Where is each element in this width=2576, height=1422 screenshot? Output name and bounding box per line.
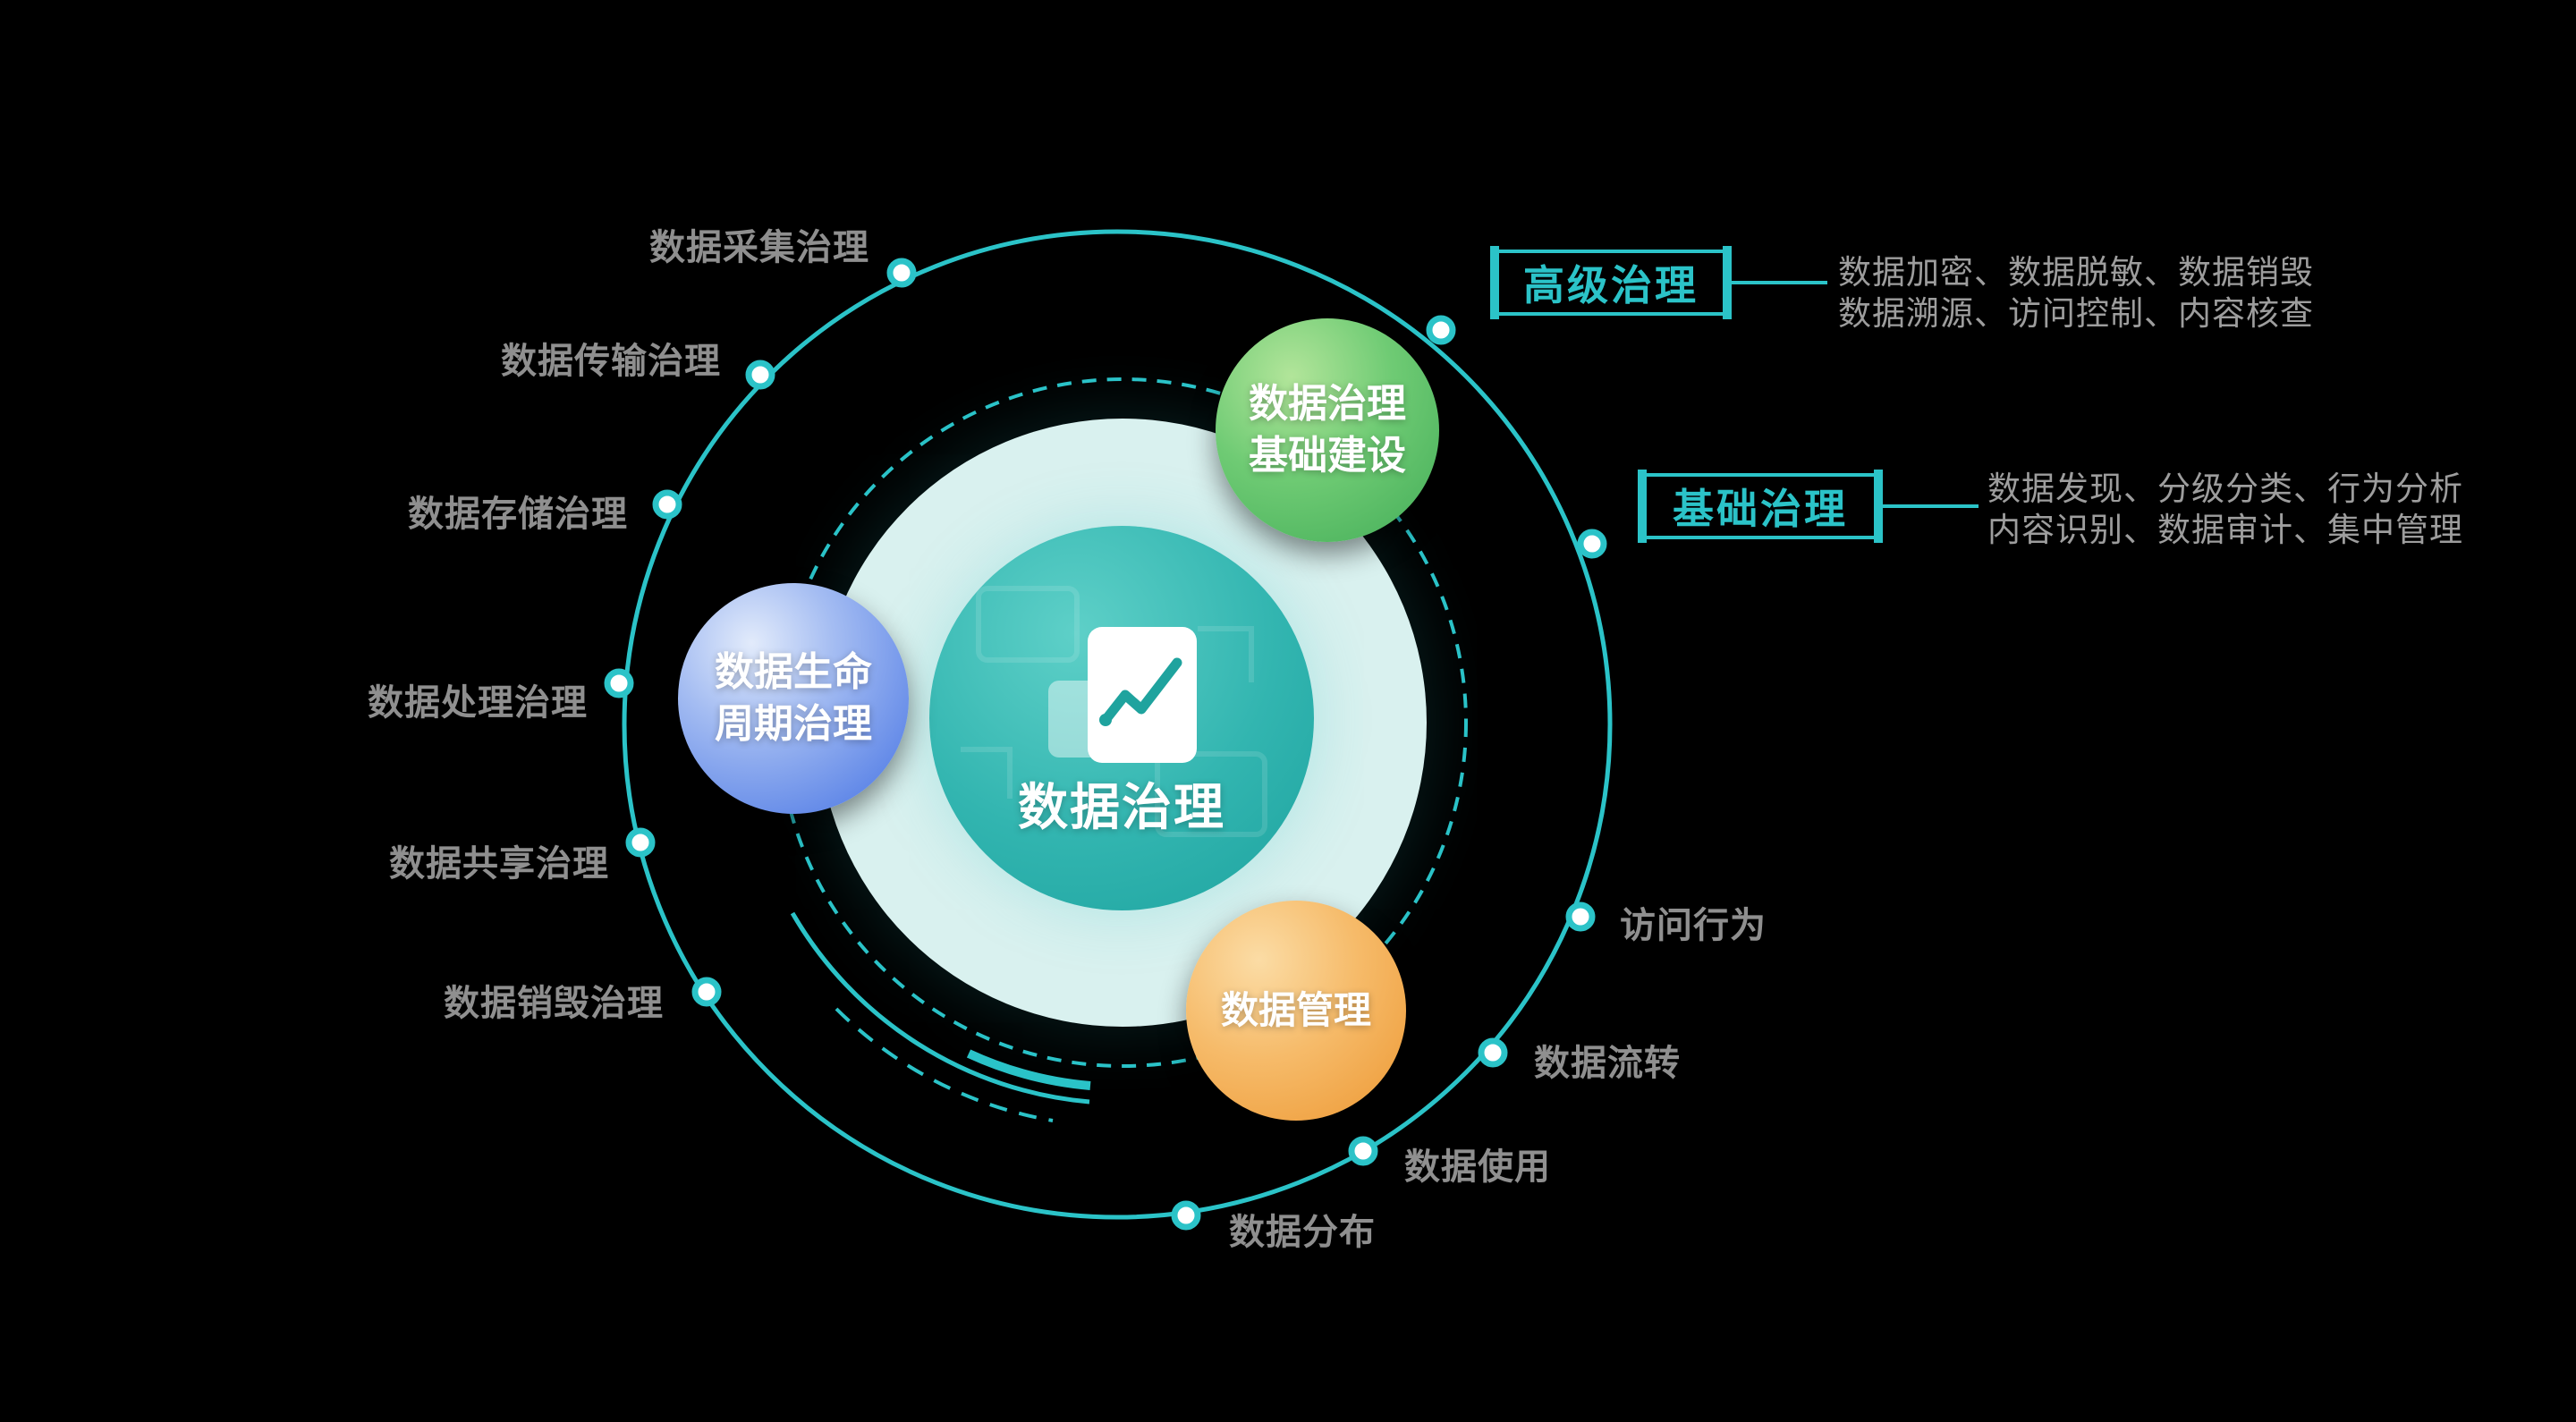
ring-label-usage: 数据使用 [1404, 1147, 1551, 1188]
ring-node [1348, 1136, 1378, 1166]
satellite-label-line: 基础建设 [1249, 433, 1406, 478]
ring-nodes [604, 258, 1607, 1231]
ring-node [691, 977, 722, 1007]
callout-basic-description: 数据发现、分级分类、行为分析 内容识别、数据审计、集中管理 [1987, 469, 2463, 551]
satellite-lifecycle: 数据生命 周期治理 [678, 583, 909, 814]
ring-node [1577, 529, 1607, 559]
callout-desc-line: 数据加密、数据脱敏、数据销毁 [1838, 253, 2314, 292]
ring-node [1565, 901, 1596, 932]
ring-node [604, 668, 634, 698]
document-chart-icon [1048, 627, 1197, 763]
callout-title: 基础治理 [1673, 485, 1848, 533]
ring-label-storage: 数据存储治理 [408, 494, 628, 535]
ring-label-flow: 数据流转 [1534, 1043, 1681, 1084]
satellite-management: 数据管理 [1186, 901, 1406, 1121]
satellite-label-line: 周期治理 [715, 701, 872, 747]
ring-node [625, 827, 656, 858]
callout-advanced-description: 数据加密、数据脱敏、数据销毁 数据溯源、访问控制、内容核查 [1838, 252, 2314, 334]
circuit-pattern [961, 586, 1267, 837]
ring-label-access: 访问行为 [1620, 905, 1767, 946]
satellite-label-line: 数据治理 [1249, 381, 1406, 427]
ring-node [1171, 1200, 1201, 1231]
ring-node [1426, 315, 1456, 345]
ring-label-transmission: 数据传输治理 [501, 341, 721, 382]
callout-desc-line: 内容识别、数据审计、集中管理 [1987, 511, 2463, 549]
callout-desc-line: 数据发现、分级分类、行为分析 [1987, 470, 2463, 508]
callout-advanced-governance: 高级治理 [1490, 246, 1732, 319]
satellite-infrastructure: 数据治理 基础建设 [1216, 318, 1439, 542]
ring-label-sharing: 数据共享治理 [389, 843, 609, 885]
callout-desc-line: 数据溯源、访问控制、内容核查 [1838, 294, 2314, 333]
center-label: 数据治理 [1018, 778, 1225, 837]
ring-label-destruction: 数据销毁治理 [444, 983, 664, 1024]
decorative-arc [966, 1049, 1091, 1090]
ring-node [652, 489, 682, 520]
ring-node [886, 258, 917, 288]
outer-ring [622, 229, 1613, 1220]
satellite-label-line: 数据生命 [715, 649, 872, 695]
satellite-label-line: 数据管理 [1220, 988, 1371, 1032]
center-circle: 数据治理 [929, 526, 1314, 910]
callout-title: 高级治理 [1523, 261, 1699, 309]
callout-basic-governance: 基础治理 [1638, 470, 1883, 543]
decorative-arc [790, 911, 1090, 1105]
ring-node [745, 360, 775, 390]
ring-label-processing: 数据处理治理 [368, 682, 588, 724]
ring-node [1478, 1037, 1508, 1068]
ring-label-collection: 数据采集治理 [649, 227, 869, 268]
decorative-arc [835, 1007, 1054, 1122]
ring-label-distribution: 数据分布 [1229, 1212, 1376, 1253]
